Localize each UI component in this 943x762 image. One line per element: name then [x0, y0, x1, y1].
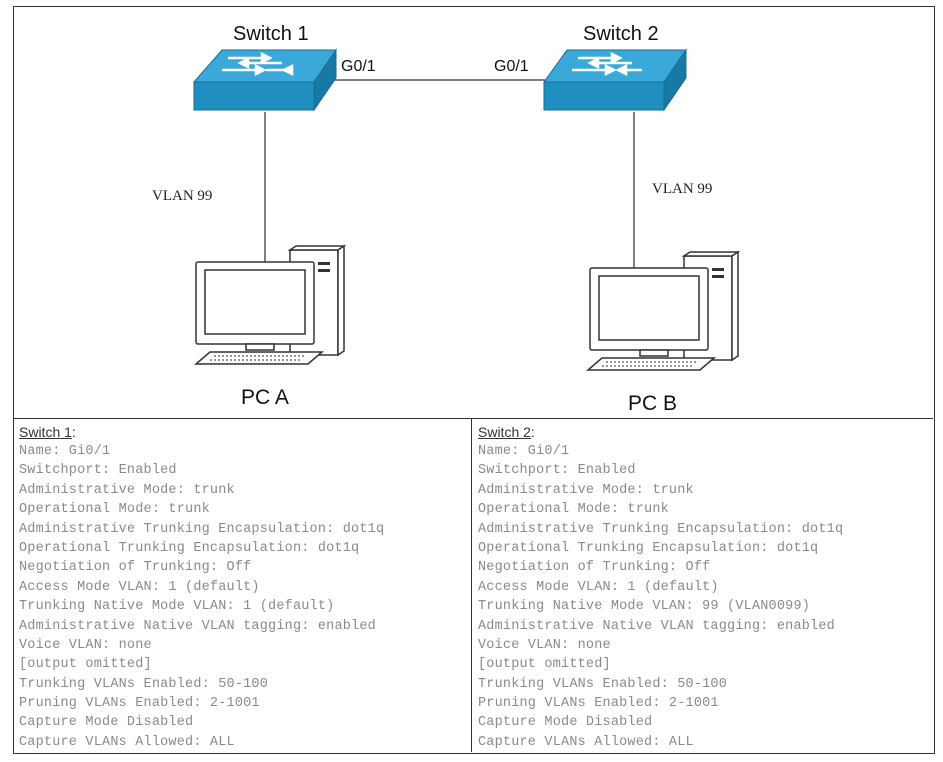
switch-2-config-panel: Switch 2: Name: Gi0/1 Switchport: Enable…	[472, 418, 933, 752]
switch-1-title: Switch 1	[233, 23, 309, 45]
switch-2-config-title: Switch 2:	[478, 423, 927, 442]
switch-2-icon	[543, 48, 687, 112]
config-line: Voice VLAN: none	[19, 637, 152, 653]
config-line: [output omitted]	[478, 657, 611, 673]
config-line: Pruning VLANs Enabled: 2-1001	[19, 696, 260, 712]
config-line: Operational Trunking Encapsulation: dot1…	[19, 540, 360, 556]
switch-1-icon	[192, 48, 337, 112]
config-line: [output omitted]	[19, 657, 152, 673]
config-line: Administrative Native VLAN tagging: enab…	[19, 618, 376, 634]
config-line: Access Mode VLAN: 1 (default)	[478, 579, 719, 595]
vlan-label-right: VLAN 99	[652, 181, 712, 197]
network-diagram: Switch 1 G0/1 Switch 2 G0/1 VLAN 99 VLAN…	[152, 23, 741, 415]
vlan-label-left: VLAN 99	[152, 188, 212, 204]
config-line: Negotiation of Trunking: Off	[19, 560, 252, 576]
config-line: Trunking Native Mode VLAN: 99 (VLAN0099)	[478, 599, 811, 615]
switch-2-config-title-suffix: :	[530, 424, 535, 440]
pc-b-label: PC B	[628, 392, 677, 415]
config-line: Negotiation of Trunking: Off	[478, 560, 711, 576]
config-line: Trunking VLANs Enabled: 50-100	[19, 676, 269, 692]
config-line: Trunking VLANs Enabled: 50-100	[478, 676, 728, 692]
config-line: Administrative Trunking Encapsulation: d…	[478, 521, 844, 537]
config-line: Administrative Mode: trunk	[478, 482, 694, 498]
switch-1-config-title: Switch 1:	[19, 423, 465, 442]
config-line: Name: Gi0/1	[19, 444, 111, 459]
switch-2-port-label: G0/1	[494, 58, 529, 75]
config-line: Capture Mode Disabled	[19, 715, 194, 731]
config-line: Operational Trunking Encapsulation: dot1…	[478, 540, 819, 556]
config-line: Operational Mode: trunk	[19, 502, 210, 518]
config-line: Capture VLANs Allowed: ALL	[478, 734, 694, 750]
switch-1-config-panel: Switch 1: Name: Gi0/1 Switchport: Enable…	[13, 418, 472, 752]
switch-1-config-title-suffix: :	[71, 424, 76, 440]
config-line: Administrative Trunking Encapsulation: d…	[19, 521, 385, 537]
pc-a-icon	[193, 244, 347, 365]
config-line: Voice VLAN: none	[478, 637, 611, 653]
figure-frame	[13, 6, 935, 754]
config-line: Administrative Native VLAN tagging: enab…	[478, 618, 835, 634]
switch-1-port-label: G0/1	[341, 58, 376, 75]
pc-b-icon	[585, 250, 741, 371]
config-line: Trunking Native Mode VLAN: 1 (default)	[19, 599, 335, 615]
config-line: Capture Mode Disabled	[478, 715, 653, 731]
switch-2-config-title-text: Switch 2	[478, 424, 531, 440]
switch-1-config-title-text: Switch 1	[19, 424, 72, 440]
switch-2-title: Switch 2	[583, 23, 659, 45]
config-line: Access Mode VLAN: 1 (default)	[19, 579, 260, 595]
config-line: Switchport: Enabled	[478, 463, 636, 479]
config-line: Capture VLANs Allowed: ALL	[19, 734, 235, 750]
config-line: Pruning VLANs Enabled: 2-1001	[478, 696, 719, 712]
pc-a-label: PC A	[241, 386, 289, 409]
config-line: Operational Mode: trunk	[478, 502, 669, 518]
config-line: Name: Gi0/1	[478, 444, 570, 459]
config-line: Administrative Mode: trunk	[19, 482, 235, 498]
config-line: Switchport: Enabled	[19, 463, 177, 479]
